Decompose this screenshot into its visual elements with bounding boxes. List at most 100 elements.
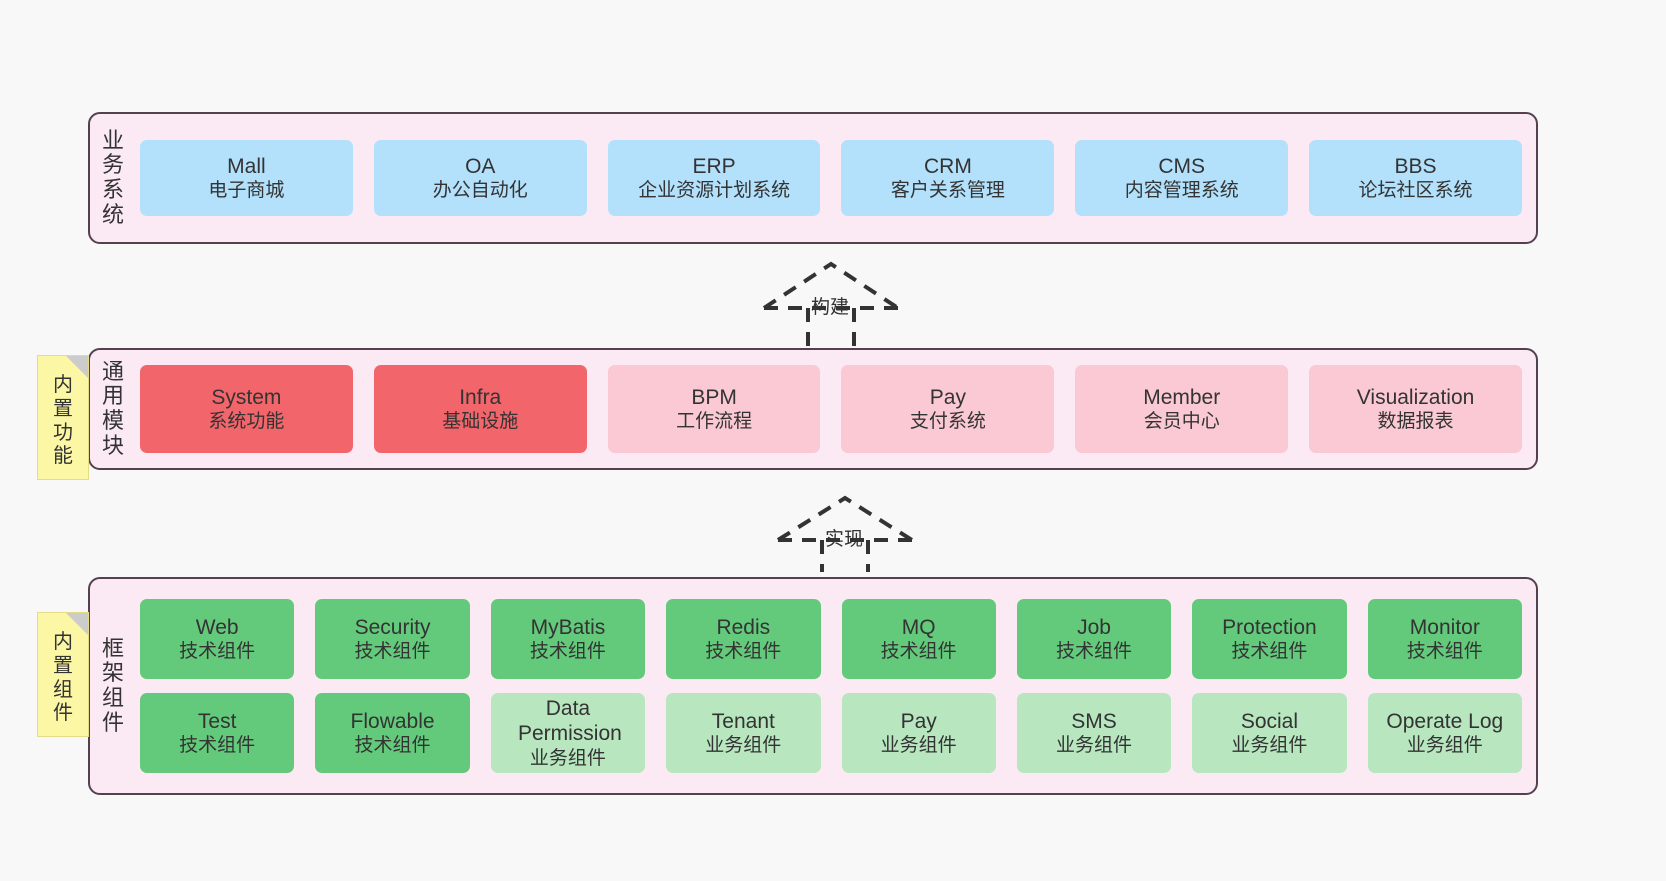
layer-title-char: 块 (101, 432, 124, 458)
note-char: 内 (53, 631, 73, 654)
component-card-mq[interactable]: MQ 技术组件 (841, 599, 996, 679)
module-card-member[interactable]: Member 会员中心 (1075, 365, 1289, 453)
layer-body-framework-component: Web 技术组件 Security 技术组件 MyBatis 技术组件 Redi… (136, 579, 1536, 793)
module-name: CRM (923, 154, 972, 178)
module-card-mall[interactable]: Mall 电子商城 (140, 140, 353, 216)
module-name: CMS (1158, 154, 1206, 178)
component-desc: 技术组件 (354, 641, 431, 663)
component-card-mybatis[interactable]: MyBatis 技术组件 (490, 599, 646, 679)
component-desc: 业务组件 (705, 735, 782, 757)
common-module-row: System 系统功能 Infra 基础设施 BPM 工作流程 Pay 支付系统… (140, 365, 1522, 453)
note-char: 置 (53, 654, 73, 677)
component-card-protection[interactable]: Protection 技术组件 (1192, 599, 1347, 679)
component-card-test[interactable]: Test 技术组件 (140, 693, 295, 773)
component-name: MyBatis (530, 615, 606, 639)
layer-title-char: 用 (101, 383, 124, 409)
component-card-flowable[interactable]: Flowable 技术组件 (315, 693, 470, 773)
component-card-job[interactable]: Job 技术组件 (1016, 599, 1172, 679)
connector-build: 构建 (756, 258, 906, 350)
component-desc: 技术组件 (1056, 641, 1133, 663)
module-card-oa[interactable]: OA 办公自动化 (373, 140, 587, 216)
component-card-sms[interactable]: SMS 业务组件 (1016, 693, 1172, 773)
component-name: Job (1077, 615, 1111, 639)
component-card-security[interactable]: Security 技术组件 (315, 599, 470, 679)
layer-title-char: 系 (101, 177, 124, 202)
component-card-operate-log[interactable]: Operate Log 业务组件 (1367, 693, 1522, 773)
component-desc: 业务组件 (1231, 735, 1308, 757)
module-card-bbs[interactable]: BBS 论坛社区系统 (1309, 140, 1522, 216)
layer-business-system: 业 务 系 统 Mall 电子商城 OA 办公自动化 ERP 企业资源计划系统 (88, 112, 1538, 244)
layer-title-char: 组 (101, 685, 124, 710)
note-char: 组 (53, 678, 73, 701)
module-card-erp[interactable]: ERP 企业资源计划系统 (607, 140, 821, 216)
layer-title-char: 件 (101, 709, 124, 735)
component-desc: 技术组件 (179, 735, 256, 757)
module-name: BBS (1394, 154, 1437, 178)
module-name: Infra (459, 385, 502, 409)
component-card-pay[interactable]: Pay 业务组件 (841, 693, 996, 773)
component-name: Test (197, 709, 237, 733)
component-name: Web (195, 615, 239, 639)
note-builtin-component: 内 置 组 件 (37, 612, 89, 737)
component-name: Tenant (711, 709, 775, 733)
module-desc: 电子商城 (208, 180, 285, 202)
module-desc: 支付系统 (909, 411, 986, 433)
module-desc: 内容管理系统 (1124, 180, 1239, 202)
module-card-visualization[interactable]: Visualization 数据报表 (1309, 365, 1522, 453)
component-name: Operate Log (1386, 709, 1504, 733)
module-name: Visualization (1356, 385, 1475, 409)
note-char: 功 (53, 421, 73, 444)
note-builtin-function: 内 置 功 能 (37, 355, 89, 480)
component-name: Data Permission (517, 696, 622, 746)
component-desc: 业务组件 (880, 735, 957, 757)
component-desc: 技术组件 (1231, 641, 1308, 663)
component-desc: 业务组件 (529, 748, 606, 770)
layer-title-char: 架 (101, 660, 124, 686)
component-name: Pay (900, 709, 937, 733)
layer-common-module: 通 用 模 块 System 系统功能 Infra 基础设施 BPM 工作流程 (88, 348, 1538, 470)
component-name: Redis (716, 615, 771, 639)
module-desc: 系统功能 (208, 411, 285, 433)
module-name: OA (465, 154, 496, 178)
module-desc: 企业资源计划系统 (638, 180, 791, 202)
layer-title-char: 统 (101, 201, 124, 227)
component-name: Protection (1222, 615, 1317, 639)
module-card-pay[interactable]: Pay 支付系统 (841, 365, 1055, 453)
module-card-crm[interactable]: CRM 客户关系管理 (841, 140, 1055, 216)
note-char: 内 (53, 374, 73, 397)
module-card-cms[interactable]: CMS 内容管理系统 (1075, 140, 1289, 216)
layer-title-char: 模 (101, 408, 124, 433)
component-card-social[interactable]: Social 业务组件 (1192, 693, 1347, 773)
component-name: Security (354, 615, 431, 639)
layer-title-char: 通 (101, 358, 124, 384)
component-card-data-permission[interactable]: Data Permission 业务组件 (490, 693, 646, 773)
module-card-bpm[interactable]: BPM 工作流程 (607, 365, 821, 453)
connector-stem (820, 540, 870, 572)
component-desc: 技术组件 (705, 641, 782, 663)
component-card-tenant[interactable]: Tenant 业务组件 (666, 693, 821, 773)
component-name: Monitor (1409, 615, 1480, 639)
note-char: 件 (53, 702, 73, 725)
layer-title-business-system: 业 务 系 统 (90, 114, 136, 242)
connector-build-label: 构建 (811, 297, 850, 318)
component-card-web[interactable]: Web 技术组件 (140, 599, 295, 679)
component-name: MQ (901, 615, 936, 639)
layer-body-common-module: System 系统功能 Infra 基础设施 BPM 工作流程 Pay 支付系统… (136, 350, 1536, 468)
framework-component-row-service: Test 技术组件 Flowable 技术组件 Data Permission … (140, 693, 1522, 773)
business-system-row: Mall 电子商城 OA 办公自动化 ERP 企业资源计划系统 CRM 客户关系… (140, 140, 1522, 216)
module-desc: 办公自动化 (432, 180, 528, 202)
connector-arrowhead (776, 495, 914, 542)
component-card-redis[interactable]: Redis 技术组件 (666, 599, 821, 679)
module-card-system[interactable]: System 系统功能 (140, 365, 353, 453)
layer-title-framework-component: 框 架 组 件 (90, 579, 136, 793)
component-name: Social (1240, 709, 1299, 733)
note-fold-corner (66, 613, 88, 635)
module-name: System (211, 385, 282, 409)
component-card-monitor[interactable]: Monitor 技术组件 (1367, 599, 1522, 679)
connector-arrowhead (762, 261, 900, 310)
module-card-infra[interactable]: Infra 基础设施 (373, 365, 587, 453)
module-desc: 客户关系管理 (890, 180, 1005, 202)
component-name: Flowable (350, 709, 435, 733)
component-desc: 技术组件 (179, 641, 256, 663)
